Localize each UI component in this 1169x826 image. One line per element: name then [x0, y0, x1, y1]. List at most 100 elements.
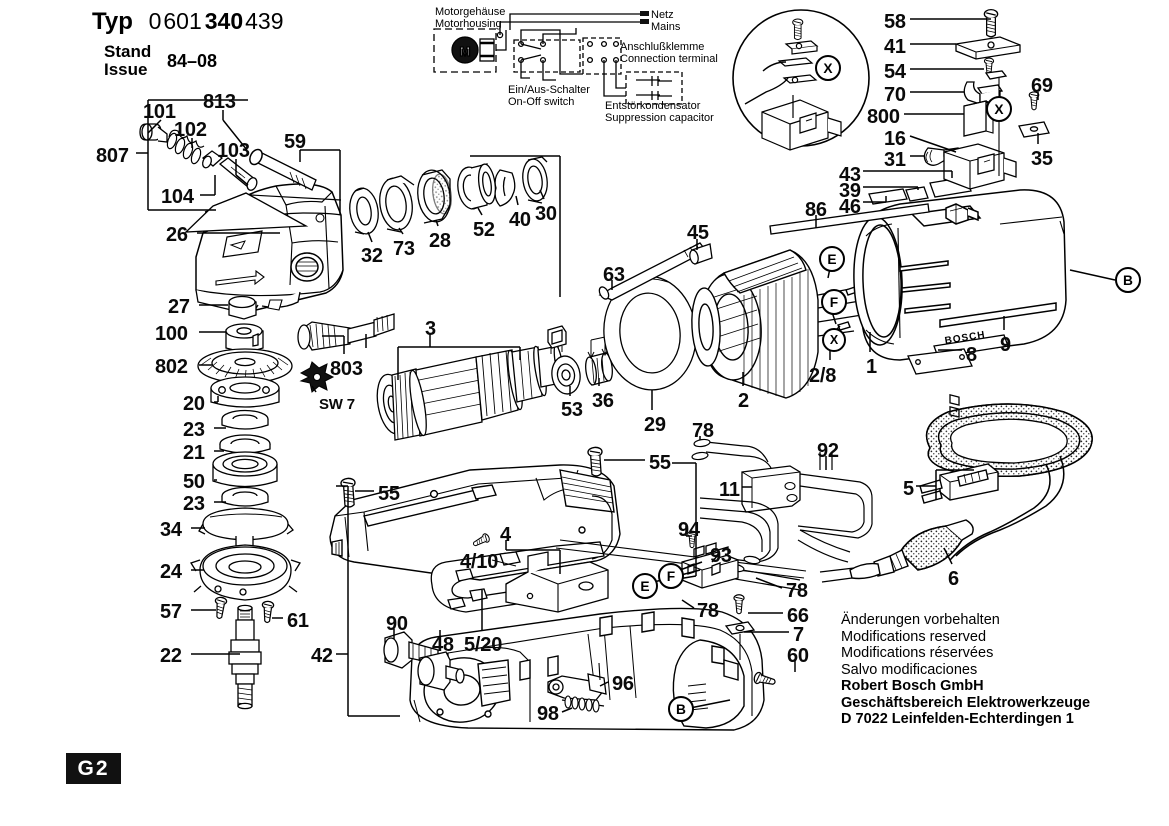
- callout-55: 55: [378, 483, 400, 505]
- callout-42: 42: [311, 645, 333, 667]
- callout-6: 6: [948, 568, 959, 590]
- wiring-switch-de: Ein/Aus-Schalter: [508, 84, 590, 96]
- wiring-terminal-en: Connection terminal: [620, 53, 718, 65]
- callout-29: 29: [644, 414, 666, 436]
- callout-41: 41: [884, 36, 906, 58]
- callout-24: 24: [160, 561, 182, 583]
- typ-number-1: 0: [148, 8, 162, 34]
- callout-48: 48: [432, 634, 454, 656]
- svg-text:M: M: [460, 44, 471, 59]
- callout-39: 39: [839, 180, 861, 202]
- issue-value: 84–08: [167, 51, 218, 71]
- callout-100: 100: [155, 323, 188, 345]
- wiring-capacitor-de: Entstörkondensator: [605, 100, 701, 112]
- callout-43: 43: [839, 164, 861, 186]
- callout-55: 55: [649, 452, 671, 474]
- wiring-capacitor-en: Suppression capacitor: [605, 112, 714, 124]
- circle-mark-e: E: [632, 573, 658, 599]
- footer-company-line: Robert Bosch GmbH: [841, 678, 984, 694]
- callout-8: 8: [966, 344, 977, 366]
- callout-SW-7: SW 7: [319, 396, 355, 413]
- callout-11: 11: [719, 479, 740, 501]
- callout-2-8: 2/8: [809, 365, 837, 387]
- footer-note-line: Modifications reserved: [841, 628, 987, 645]
- wiring-terminal-de: Anschlußklemme: [620, 41, 705, 53]
- callout-92: 92: [817, 440, 839, 462]
- callout-57: 57: [160, 601, 182, 623]
- callout-90: 90: [386, 613, 408, 635]
- circle-mark-f: F: [821, 289, 847, 315]
- callout-27: 27: [168, 296, 190, 318]
- wiring-switch-en: On-Off switch: [508, 96, 575, 108]
- callout-58: 58: [884, 11, 906, 33]
- issue-label: Issue: [104, 60, 148, 79]
- callout-86: 86: [805, 199, 827, 221]
- circle-mark-f: F: [658, 563, 684, 589]
- stand-label: Stand: [104, 42, 152, 61]
- callout-78: 78: [697, 600, 719, 622]
- callout-26: 26: [166, 224, 188, 246]
- callout-52: 52: [473, 219, 495, 241]
- callout-45: 45: [687, 222, 709, 244]
- callout-102: 102: [174, 119, 207, 141]
- circle-mark-b: B: [668, 696, 694, 722]
- wiring-mains-en: Mains: [651, 21, 681, 33]
- callout-4: 4: [500, 524, 511, 546]
- callout-34: 34: [160, 519, 182, 541]
- callout-61: 61: [287, 610, 309, 632]
- callout-4-10: 4/10: [460, 551, 499, 573]
- footer-note-line: Modifications réservées: [841, 645, 994, 661]
- callout-23: 23: [183, 493, 205, 515]
- callout-35: 35: [1031, 148, 1053, 170]
- page-code-badge: G2: [66, 753, 121, 784]
- callout-70: 70: [884, 84, 906, 106]
- footer-note-line: Salvo modificaciones: [841, 661, 978, 678]
- callout-73: 73: [393, 238, 415, 260]
- callout-96: 96: [612, 673, 634, 695]
- callout-101: 101: [143, 101, 176, 123]
- callout-63: 63: [603, 264, 625, 286]
- callout-59: 59: [284, 131, 306, 153]
- callout-803: 803: [330, 358, 363, 380]
- typ-number-2: 601: [163, 8, 202, 34]
- callout-16: 16: [884, 128, 906, 150]
- circle-mark-x: X: [822, 328, 846, 352]
- callout-23: 23: [183, 419, 205, 441]
- circle-mark-x: X: [986, 96, 1012, 122]
- wiring-motorhousing-en: Motorhousing: [435, 18, 502, 30]
- footer-note-line: Änderungen vorbehalten: [841, 612, 1000, 628]
- callout-54: 54: [884, 61, 906, 83]
- callout-60: 60: [787, 645, 809, 667]
- circle-mark-b: B: [1115, 267, 1141, 293]
- callout-78: 78: [692, 420, 714, 442]
- callout-5: 5: [903, 478, 914, 500]
- callout-104: 104: [161, 186, 194, 208]
- callout-20: 20: [183, 393, 205, 415]
- wiring-mains-de: Netz: [651, 9, 674, 21]
- callout-28: 28: [429, 230, 451, 252]
- footer-company-line: Geschäftsbereich Elektrowerkzeuge: [841, 694, 1091, 711]
- callout-30: 30: [535, 203, 557, 225]
- typ-number-4: 439: [245, 8, 284, 34]
- callout-21: 21: [183, 442, 205, 464]
- callout-98: 98: [537, 703, 559, 725]
- circle-mark-e: E: [819, 246, 845, 272]
- callout-36: 36: [592, 390, 614, 412]
- circle-mark-x: X: [815, 55, 841, 81]
- callout-78: 78: [786, 580, 808, 602]
- wiring-motorhousing-de: Motorgehäuse: [435, 6, 506, 18]
- typ-number-3: 340: [204, 8, 244, 34]
- callout-93: 93: [710, 545, 732, 567]
- callout-103: 103: [217, 140, 250, 162]
- callout-94: 94: [678, 519, 700, 541]
- typ-label: Typ: [92, 8, 133, 35]
- callout-9: 9: [1000, 334, 1011, 356]
- callout-800: 800: [867, 106, 900, 128]
- footer-company-line: D 7022 Leinfelden-Echterdingen 1: [841, 711, 1074, 727]
- callout-3: 3: [425, 318, 436, 340]
- callout-50: 50: [183, 471, 205, 493]
- callout-32: 32: [361, 245, 383, 267]
- callout-807: 807: [96, 145, 129, 167]
